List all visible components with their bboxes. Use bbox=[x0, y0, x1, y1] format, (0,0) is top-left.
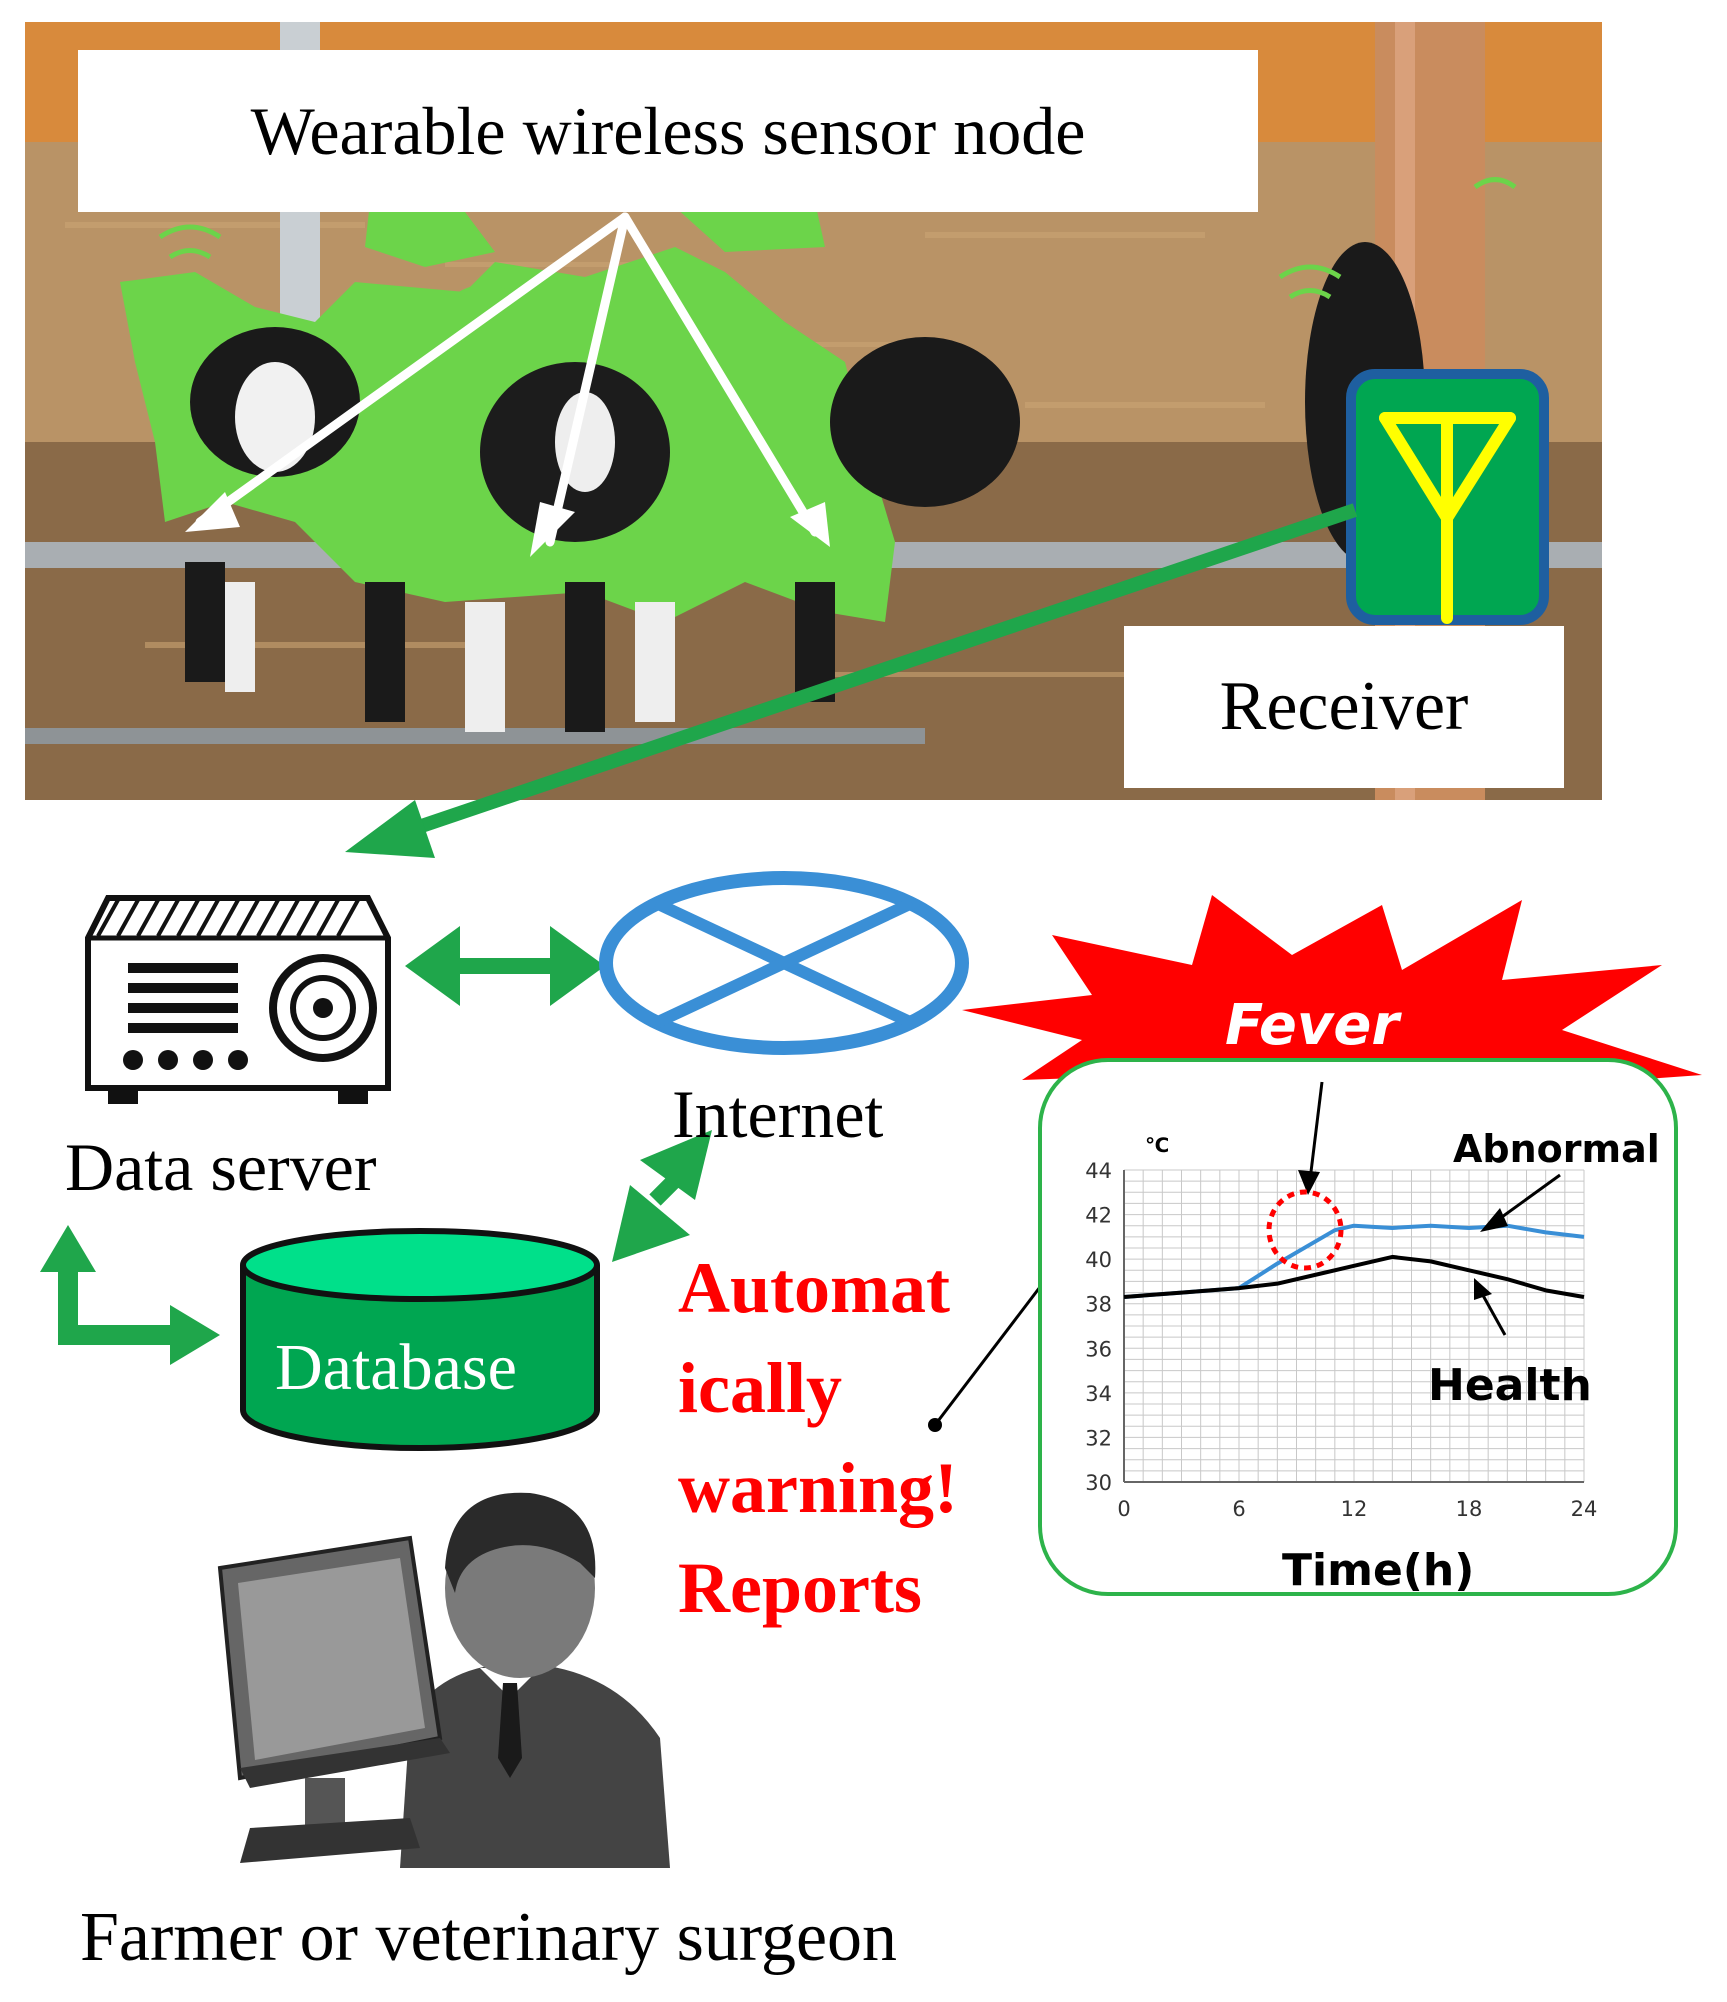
data-server-icon bbox=[68, 878, 400, 1110]
receiver-antenna-icon bbox=[1345, 368, 1550, 626]
warning-text: Automat ically warning! Reports bbox=[678, 1238, 1018, 1638]
server-database-arrow bbox=[40, 1225, 220, 1365]
chart-ticks: 0 6 12 18 24 30 32 34 36 38 40 42 44 bbox=[1085, 1159, 1597, 1521]
warning-line: ically bbox=[678, 1348, 842, 1428]
series-line-health bbox=[1123, 1254, 1585, 1300]
receiver-to-server-arrow bbox=[345, 503, 1358, 858]
fever-label: Fever bbox=[1225, 993, 1399, 1058]
warning-line: warning! bbox=[678, 1448, 959, 1528]
y-tick-label: 32 bbox=[1085, 1426, 1112, 1450]
y-axis-unit: ℃ bbox=[1145, 1133, 1170, 1157]
y-tick-label: 42 bbox=[1085, 1204, 1112, 1228]
sensor-node-label: Wearable wireless sensor node bbox=[78, 50, 1258, 212]
x-tick-label: 12 bbox=[1341, 1497, 1368, 1521]
y-tick-label: 30 bbox=[1085, 1471, 1112, 1495]
x-axis-label: Time(h) bbox=[1282, 1545, 1475, 1596]
internet-database-arrow bbox=[612, 1130, 712, 1262]
farmer-computer-icon bbox=[210, 1468, 680, 1868]
x-tick-label: 24 bbox=[1571, 1497, 1598, 1521]
database-label: Database bbox=[275, 1331, 517, 1404]
internet-label: Internet bbox=[672, 1076, 884, 1152]
health-annotation: Health bbox=[1428, 1360, 1592, 1411]
farmer-label: Farmer or veterinary surgeon bbox=[80, 1899, 898, 1976]
warning-line: Automat bbox=[678, 1248, 950, 1328]
database-icon bbox=[235, 1225, 605, 1455]
temperature-chart-panel bbox=[1038, 1058, 1678, 1596]
x-tick-label: 0 bbox=[1117, 1497, 1130, 1521]
warning-line: Reports bbox=[678, 1548, 922, 1628]
internet-icon bbox=[596, 868, 972, 1058]
data-server-label: Data server bbox=[65, 1129, 377, 1205]
y-tick-label: 40 bbox=[1085, 1248, 1112, 1272]
chart-axes bbox=[1123, 1170, 1584, 1483]
y-tick-label: 44 bbox=[1085, 1159, 1112, 1183]
server-internet-arrow bbox=[405, 926, 605, 1006]
y-tick-label: 34 bbox=[1085, 1382, 1112, 1406]
receiver-label: Receiver bbox=[1124, 626, 1564, 788]
x-tick-label: 18 bbox=[1456, 1497, 1483, 1521]
y-tick-label: 38 bbox=[1085, 1293, 1112, 1317]
y-tick-label: 36 bbox=[1085, 1337, 1112, 1361]
abnormal-annotation: Abnormal bbox=[1453, 1127, 1660, 1171]
x-tick-label: 6 bbox=[1232, 1497, 1245, 1521]
